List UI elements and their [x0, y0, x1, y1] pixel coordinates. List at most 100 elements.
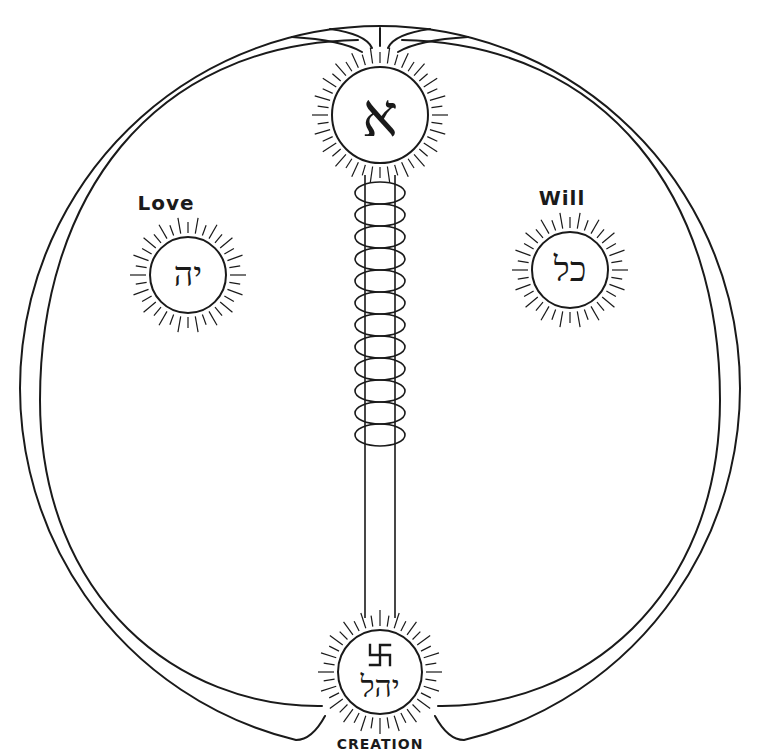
sun-ray — [362, 55, 365, 66]
sun-ray — [362, 165, 365, 176]
sun-heading: Love — [137, 192, 194, 214]
sun-disc — [150, 237, 226, 313]
sun-ray — [379, 52, 380, 63]
sun-ray — [332, 149, 340, 156]
sun-ray — [609, 284, 624, 289]
sun-ray — [414, 154, 424, 166]
sun-ray — [354, 621, 359, 631]
outer-ring-left — [20, 26, 380, 740]
sun-ray — [432, 114, 448, 115]
sun-ray — [515, 250, 530, 255]
sun-ray — [379, 718, 380, 734]
sun-ray — [379, 167, 380, 178]
sun-ray — [344, 709, 353, 722]
sun-ray — [202, 225, 206, 235]
outer-ring-right — [380, 26, 740, 740]
sun-ray — [577, 213, 580, 229]
sun-ray — [609, 250, 624, 255]
sun-ray — [130, 274, 146, 275]
sun-ray — [526, 233, 538, 243]
sun-ray — [170, 314, 174, 324]
sun-ray — [370, 48, 372, 64]
hebrew-name: א — [362, 82, 398, 148]
sun-ray — [526, 297, 538, 307]
sun-ray — [425, 663, 436, 665]
sun-ray — [229, 282, 240, 284]
sun-ray — [335, 64, 345, 76]
sun-ray — [431, 106, 442, 108]
coil-loop — [355, 314, 405, 336]
inner-ring-left — [40, 40, 358, 706]
coil-loop — [355, 402, 405, 424]
sun-ray — [560, 311, 563, 327]
coil-loop — [355, 248, 405, 270]
sun-ray — [312, 114, 328, 115]
sun-ray — [606, 291, 616, 297]
sun-ray — [361, 613, 366, 628]
coil-loop — [355, 204, 405, 226]
sun-ray — [401, 621, 406, 631]
sun-ray — [408, 62, 414, 71]
sun-ray — [597, 302, 604, 310]
sun-ray — [387, 616, 389, 627]
coil-loop — [355, 292, 405, 314]
sun-ray — [421, 646, 431, 651]
sun-ray — [344, 622, 353, 635]
sun-ray — [159, 311, 167, 325]
sun-ray — [187, 222, 188, 233]
sun-ray — [215, 234, 222, 242]
sun-ray — [414, 64, 424, 76]
sun-ray — [379, 610, 380, 626]
sun-ray — [318, 106, 329, 108]
fan-line — [292, 37, 362, 52]
coil-loop — [355, 358, 405, 380]
sun-disc — [332, 67, 428, 163]
sun-ray — [394, 613, 399, 628]
inner-ring-right — [402, 40, 720, 706]
sun-disc — [532, 232, 608, 308]
sun-ray — [229, 266, 240, 268]
sun-ray — [209, 225, 217, 239]
fan-line — [379, 28, 381, 46]
sun-ray — [402, 162, 409, 177]
sun-ray — [417, 699, 430, 708]
sun-ray — [133, 255, 148, 260]
sun-ray — [136, 282, 147, 284]
sun-ray — [424, 143, 437, 152]
sun-ray — [541, 220, 549, 234]
sun-ray — [224, 296, 234, 302]
hebrew-name: כל — [554, 251, 587, 288]
sun-ray — [518, 261, 529, 263]
hebrew-name: יהל — [360, 670, 399, 703]
sun-ray — [512, 269, 528, 270]
sun-circle: א — [312, 47, 448, 183]
sun-ray — [612, 269, 628, 270]
sun-ray — [577, 311, 580, 327]
sun-ray — [370, 166, 372, 182]
sun-ray — [220, 238, 232, 248]
coil-connector — [355, 175, 405, 618]
fan-line — [398, 37, 468, 52]
sun-ray — [195, 218, 198, 234]
sun-ray — [323, 89, 333, 94]
sun-ray — [569, 312, 570, 323]
sun-ray — [346, 62, 352, 71]
sun-ray — [591, 306, 599, 320]
sun-ray — [602, 297, 614, 307]
sun-ray — [402, 53, 409, 68]
sun-ray — [332, 74, 340, 81]
sun-ray — [170, 225, 174, 235]
sun-ray — [224, 249, 234, 255]
sun-ray — [611, 261, 622, 263]
sun-ray — [324, 679, 335, 681]
sun-ray — [419, 149, 427, 156]
sun-ray — [395, 55, 398, 66]
sun-ray — [606, 244, 616, 250]
sun-ray — [424, 653, 439, 658]
sun-ray — [560, 213, 563, 229]
sun-ray — [407, 709, 416, 722]
sun-ray — [611, 277, 622, 279]
sun-ray — [136, 266, 147, 268]
sun-ray — [387, 717, 389, 728]
sun-ray — [524, 244, 534, 250]
